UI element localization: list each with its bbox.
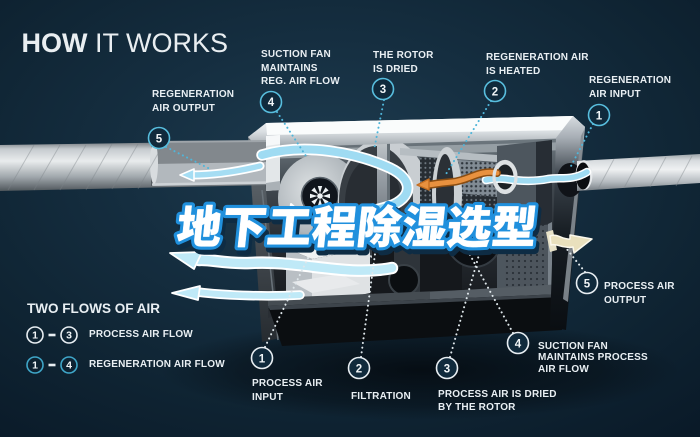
svg-text:4: 4 [515, 339, 522, 351]
svg-text:3: 3 [444, 364, 450, 376]
svg-text:1: 1 [259, 354, 266, 366]
svg-text:1: 1 [32, 360, 38, 372]
svg-text:5: 5 [156, 134, 163, 146]
svg-text:4: 4 [268, 97, 275, 109]
svg-text:1: 1 [596, 111, 603, 123]
svg-text:4: 4 [66, 360, 72, 372]
svg-text:3: 3 [380, 84, 386, 96]
svg-text:2: 2 [356, 364, 362, 376]
svg-text:3: 3 [66, 330, 72, 342]
svg-text:1: 1 [32, 330, 38, 342]
svg-text:5: 5 [584, 279, 591, 291]
svg-text:2: 2 [492, 87, 498, 99]
